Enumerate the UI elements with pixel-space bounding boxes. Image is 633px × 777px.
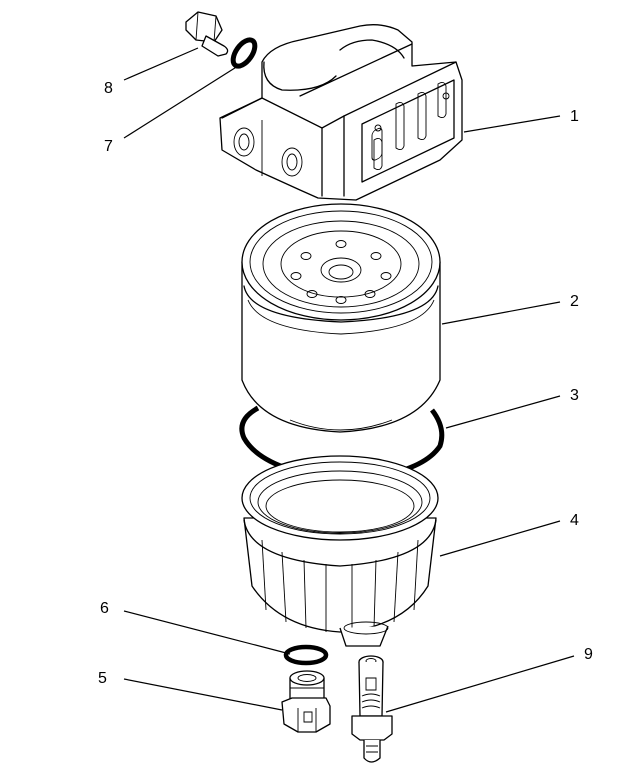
- leader-1: [463, 115, 561, 133]
- callout-5: 5: [98, 670, 107, 687]
- part-2-filter-element: [241, 203, 441, 433]
- part-8-fitting: [185, 11, 229, 57]
- callout-9: 9: [584, 646, 593, 663]
- part-1-filter-head: [219, 24, 463, 201]
- callout-8: 8: [104, 80, 113, 97]
- part-7-o-ring: [230, 37, 258, 69]
- part-9-drain-valve: [351, 655, 393, 763]
- callout-3: 3: [570, 387, 579, 404]
- leader-9: [385, 655, 575, 713]
- leader-8: [123, 47, 199, 81]
- leader-3: [445, 395, 561, 429]
- leader-7: [123, 65, 239, 139]
- leader-5: [123, 678, 283, 711]
- callout-4: 4: [570, 512, 579, 529]
- callout-7: 7: [104, 138, 113, 155]
- callout-1: 1: [570, 108, 579, 125]
- leader-6: [123, 610, 291, 655]
- leader-4: [439, 520, 561, 557]
- leader-2: [441, 301, 561, 325]
- part-5-fitting: [281, 670, 331, 733]
- part-4-bowl: [241, 455, 439, 647]
- callout-6: 6: [100, 600, 109, 617]
- part-6-o-ring: [283, 644, 329, 666]
- callout-2: 2: [570, 293, 579, 310]
